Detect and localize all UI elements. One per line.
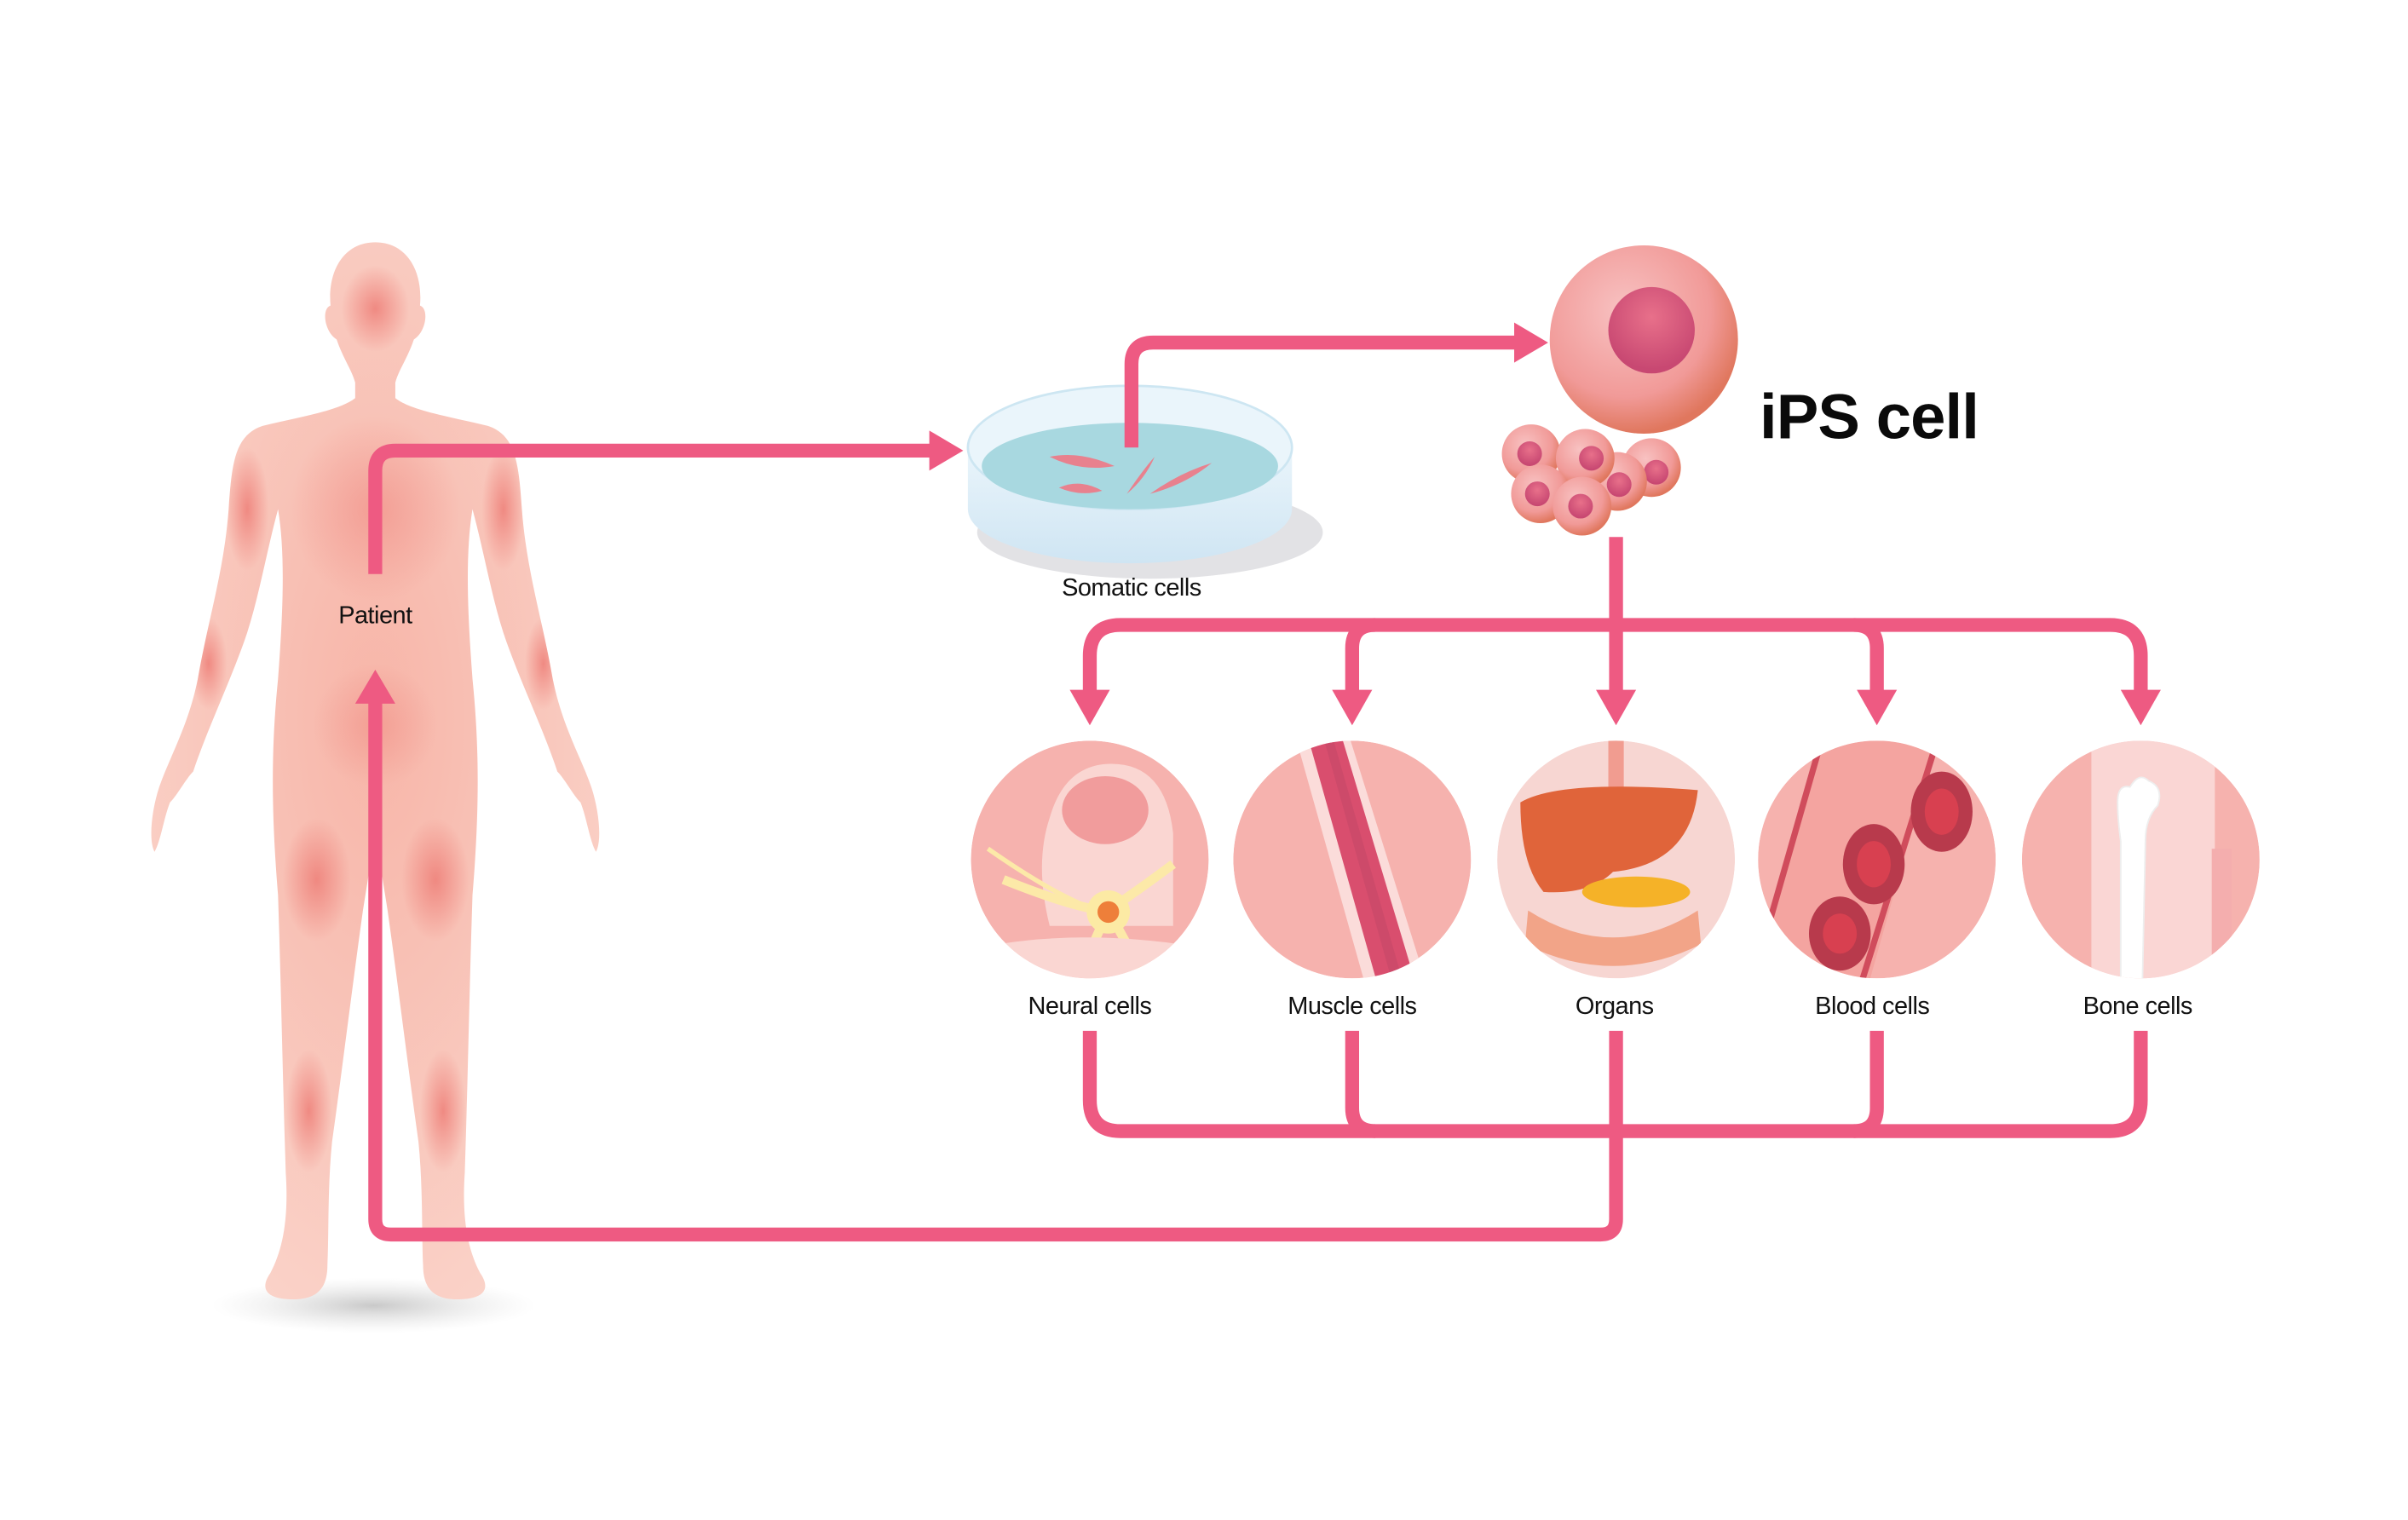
- arrowhead-icon: [1332, 689, 1373, 726]
- organs-label: Organs: [1576, 993, 1654, 1020]
- arrowhead-icon: [1596, 689, 1637, 726]
- outcome-organs: [1497, 740, 1736, 979]
- neural-cells-label: Neural cells: [1028, 993, 1152, 1020]
- bone-cells-label: Bone cells: [2083, 993, 2192, 1020]
- arrowhead-icon: [929, 430, 964, 471]
- arrowhead-icon: [1069, 689, 1110, 726]
- organs-icon: [1497, 740, 1736, 979]
- ips-cell-cluster-icon: [1501, 424, 1681, 536]
- ips-cell-title: iPS cell: [1760, 381, 1979, 452]
- arrow-somatic-to-ips: [1124, 335, 1521, 448]
- arrowhead-icon: [1514, 322, 1548, 363]
- blood-vessel-icon: [1758, 740, 1996, 979]
- blood-cells-label: Blood cells: [1815, 993, 1929, 1020]
- outcome-neural: [971, 740, 1209, 979]
- outcome-bone: [2021, 740, 2260, 979]
- flow-arrows: [354, 322, 2161, 1242]
- neuron-brain-icon: [971, 740, 1209, 979]
- arrowhead-icon: [2120, 689, 2161, 726]
- bone-icon: [2021, 740, 2260, 979]
- somatic-cells-label: Somatic cells: [1062, 574, 1201, 602]
- arrowhead-icon: [1857, 689, 1898, 726]
- arrow-return-to-patient: [368, 697, 1623, 1242]
- ips-cell-icon: [1501, 245, 1738, 536]
- arrowhead-icon: [354, 670, 395, 704]
- outcome-blood: [1758, 740, 1996, 979]
- arrow-patient-to-somatic: [368, 443, 936, 574]
- petri-dish-icon: [966, 384, 1323, 579]
- branch-line: [1082, 618, 2148, 698]
- muscle-cells-label: Muscle cells: [1288, 993, 1416, 1020]
- outcome-muscle: [1233, 740, 1472, 979]
- muscle-fiber-icon: [1233, 740, 1472, 979]
- patient-label: Patient: [338, 602, 412, 630]
